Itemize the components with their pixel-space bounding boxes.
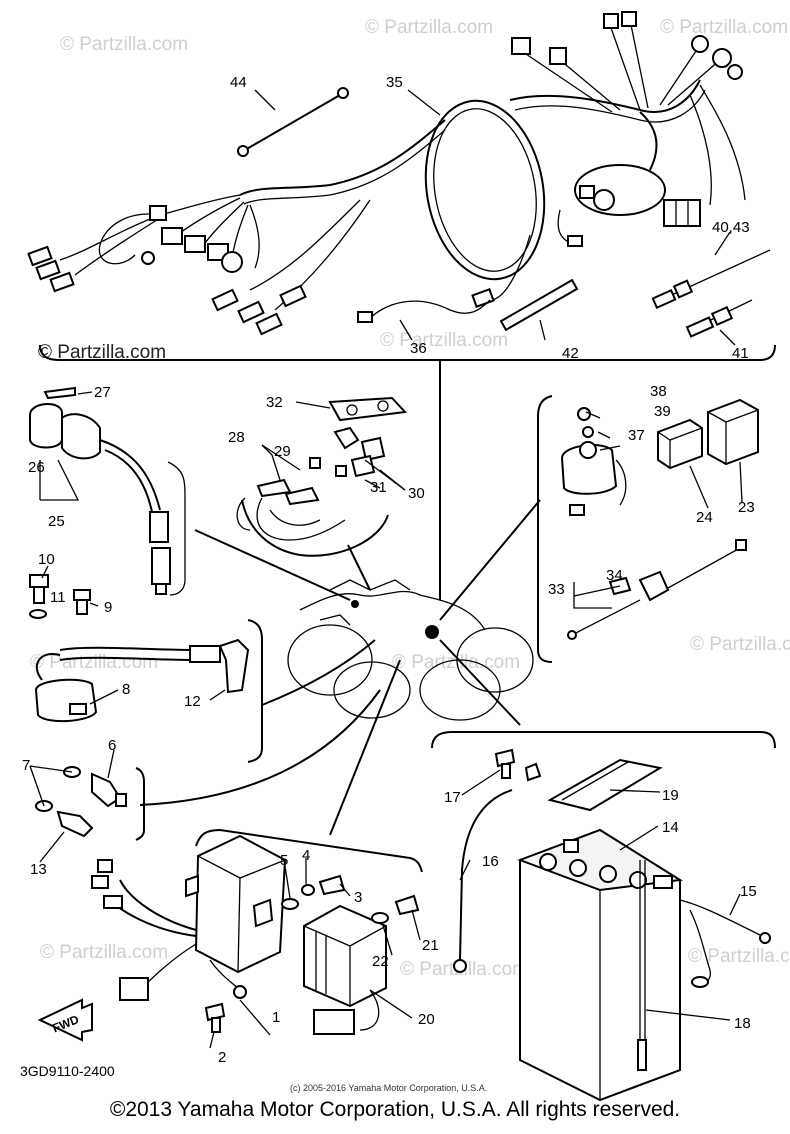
hardware-21-22 (371, 894, 420, 924)
label-21: 21 (422, 937, 439, 954)
label-19: 19 (662, 787, 679, 804)
label-10: 10 (38, 551, 55, 568)
relay-24 (657, 418, 703, 470)
label-9: 9 (104, 599, 112, 616)
lead-40-43 (651, 249, 771, 309)
label-27: 27 (94, 384, 111, 401)
regulator-20 (303, 904, 387, 1035)
bracket (195, 828, 423, 873)
speed-sensor-33 (567, 539, 747, 640)
label-40-43: 40,43 (712, 219, 750, 236)
label-2: 2 (218, 1049, 226, 1066)
label-15: 15 (740, 883, 757, 900)
label-37: 37 (628, 427, 645, 444)
battery-cable-16 (453, 748, 542, 973)
watermark: © Partzilla.com (40, 942, 168, 963)
bolts-9-10-11 (29, 574, 91, 619)
wire-harness-35 (27, 11, 746, 336)
label-24: 24 (696, 509, 713, 526)
label-36: 36 (410, 340, 427, 357)
label-12: 12 (184, 693, 201, 710)
label-26: 26 (28, 459, 45, 476)
watermark: © Partzilla.com (365, 17, 493, 38)
bolt-2 (204, 1002, 226, 1033)
fwd-arrow: FWD (37, 998, 93, 1042)
starter-relay-37 (560, 407, 627, 516)
watermark: © Partzilla.com (660, 17, 788, 38)
label-34: 34 (606, 567, 623, 584)
label-39: 39 (654, 403, 671, 420)
label-5: 5 (280, 852, 288, 869)
label-1: 1 (272, 1009, 280, 1026)
label-29: 29 (274, 443, 291, 460)
watermark: © Partzilla.com (380, 330, 508, 351)
label-32: 32 (266, 394, 283, 411)
small-copyright: (c) 2005-2016 Yamaha Motor Corporation, … (290, 1083, 487, 1093)
label-13: 13 (30, 861, 47, 878)
label-18: 18 (734, 1015, 751, 1032)
hardware-3-4-5 (281, 874, 346, 910)
label-23: 23 (738, 499, 755, 516)
diagram-code: 3GD9110-2400 (20, 1063, 115, 1079)
label-7: 7 (22, 757, 30, 774)
band-42 (499, 278, 579, 332)
label-6: 6 (108, 737, 116, 754)
label-leaders (29, 89, 743, 1049)
watermark: © Partzilla.com (688, 946, 790, 967)
label-41: 41 (732, 345, 749, 362)
label-16: 16 (482, 853, 499, 870)
label-42: 42 (562, 345, 579, 362)
part-labels: 44 35 40,43 36 42 41 27 32 38 39 37 28 2… (20, 74, 757, 1093)
label-20: 20 (418, 1011, 435, 1028)
ignition-coil-8 (34, 638, 250, 723)
label-4: 4 (302, 847, 310, 864)
section-bracket (39, 344, 776, 361)
watermark: © Partzilla.com (38, 342, 166, 363)
label-28: 28 (228, 429, 245, 446)
label-35: 35 (386, 74, 403, 91)
label-30: 30 (408, 485, 425, 502)
label-14: 14 (662, 819, 679, 836)
watermark: © Partzilla.com (690, 634, 790, 655)
label-31: 31 (370, 479, 387, 496)
bracket (537, 395, 553, 663)
label-11: 11 (50, 589, 66, 606)
vent-tube-15 (679, 899, 771, 988)
label-17: 17 (444, 789, 461, 806)
watermark: © Partzilla.com (30, 652, 158, 673)
bracket (431, 731, 776, 749)
footer-copyright: ©2013 Yamaha Motor Corporation, U.S.A. A… (109, 1098, 681, 1121)
lead-36 (357, 299, 491, 323)
atv-silhouette (287, 579, 534, 721)
label-38: 38 (650, 383, 667, 400)
plug-cap-25 (29, 386, 186, 596)
cdi-unit-1 (91, 834, 287, 1001)
ground-lead-44 (237, 87, 349, 157)
bracket (247, 619, 263, 763)
label-3: 3 (354, 889, 362, 906)
label-25: 25 (48, 513, 65, 530)
battery-14 (517, 828, 683, 1102)
label-44: 44 (230, 74, 247, 91)
lead-41 (685, 299, 753, 338)
switches-6-7-13 (35, 766, 145, 841)
label-22: 22 (372, 953, 389, 970)
sender-28-31 (236, 426, 389, 557)
cover-23 (707, 398, 759, 466)
label-8: 8 (122, 681, 130, 698)
gasket-32 (328, 396, 408, 422)
watermark: © Partzilla.com (392, 652, 520, 673)
leader-lines (139, 360, 541, 836)
label-33: 33 (548, 581, 565, 598)
watermarks: © Partzilla.com © Partzilla.com © Partzi… (30, 17, 790, 980)
battery-band-19 (547, 758, 663, 812)
watermark: © Partzilla.com (60, 34, 188, 55)
breather-18 (637, 1039, 647, 1071)
